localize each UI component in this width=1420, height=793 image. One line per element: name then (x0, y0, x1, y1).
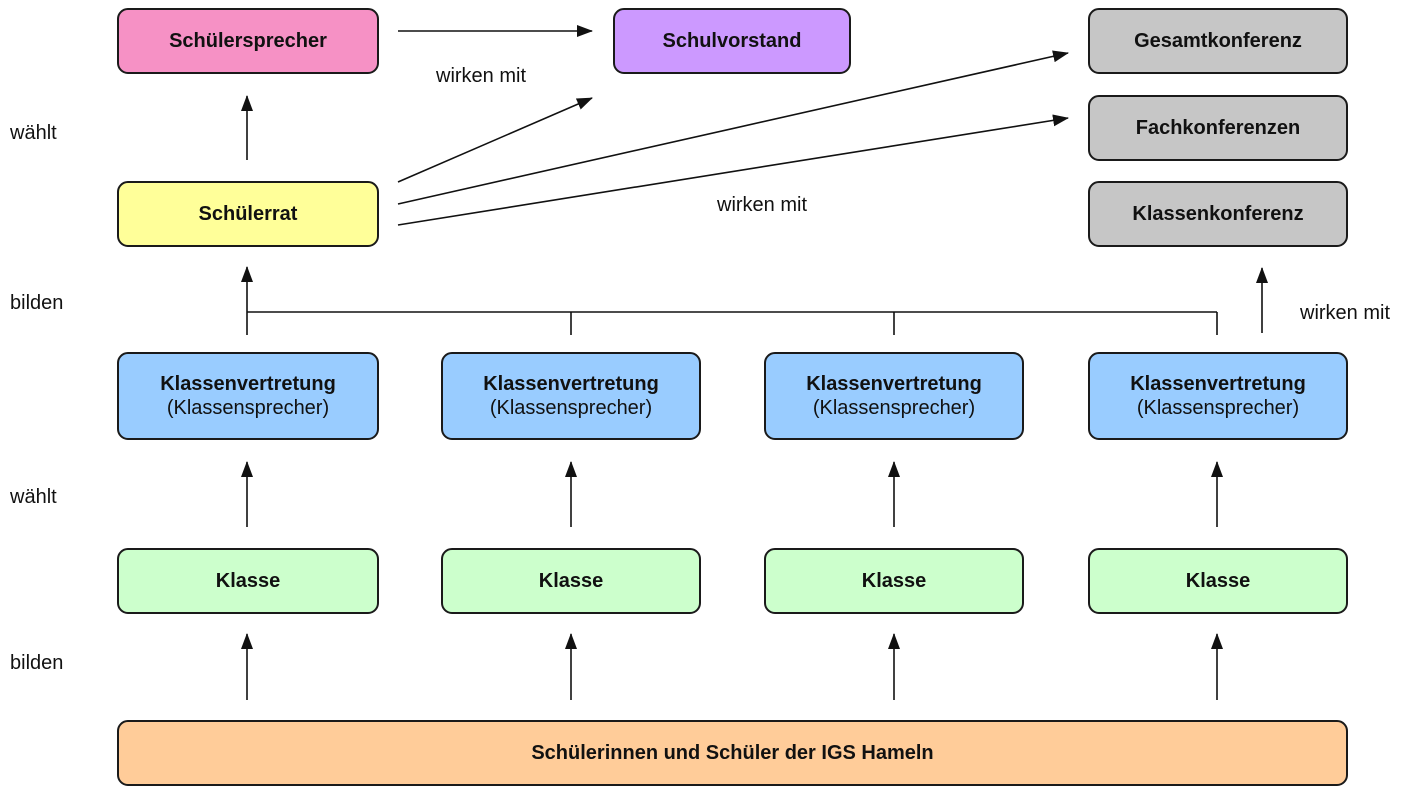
arrow-schuelerrat-to-schulvorstand (397, 97, 593, 183)
node-klassenvertretung-subtitle: (Klassensprecher) (812, 397, 976, 419)
arrow-schuelerrat-to-fachkonferenzen (397, 114, 1069, 226)
node-schulvorstand-label: Schulvorstand (662, 29, 802, 52)
node-klassenvertretung-subtitle: (Klassensprecher) (1136, 397, 1300, 419)
node-klassenvertretung-title: Klassenvertretung (1130, 372, 1306, 395)
node-klassenvertretung: Klassenvertretung (Klassensprecher) (117, 352, 379, 440)
node-klasse: Klasse (117, 548, 379, 614)
node-klassenvertretung-title: Klassenvertretung (483, 372, 659, 395)
node-schuelersprecher: Schülersprecher (117, 8, 379, 74)
node-klasse-label: Klasse (1185, 569, 1251, 592)
level-label-bilden-top: bilden (10, 292, 64, 314)
node-klasse: Klasse (764, 548, 1024, 614)
node-klassenvertretung: Klassenvertretung (Klassensprecher) (1088, 352, 1348, 440)
node-fachkonferenzen-label: Fachkonferenzen (1135, 116, 1301, 139)
node-schuelerrat-label: Schülerrat (198, 202, 298, 225)
node-klassenvertretung-title: Klassenvertretung (806, 372, 982, 395)
level-label-waehlt-bottom: wählt (10, 486, 57, 508)
node-schuelersprecher-label: Schülersprecher (169, 29, 327, 52)
node-klassenvertretung: Klassenvertretung (Klassensprecher) (441, 352, 701, 440)
node-klassenvertretung-title: Klassenvertretung (160, 372, 336, 395)
node-klasse-label: Klasse (215, 569, 281, 592)
level-label-waehlt-top: wählt (10, 122, 57, 144)
node-gesamtkonferenz: Gesamtkonferenz (1088, 8, 1348, 74)
node-gesamtkonferenz-label: Gesamtkonferenz (1134, 29, 1302, 52)
node-klasse-label: Klasse (538, 569, 604, 592)
node-klassenvertretung: Klassenvertretung (Klassensprecher) (764, 352, 1024, 440)
node-klassenvertretung-subtitle: (Klassensprecher) (166, 397, 330, 419)
node-fachkonferenzen: Fachkonferenzen (1088, 95, 1348, 161)
node-klassenkonferenz-label: Klassenkonferenz (1132, 202, 1304, 225)
node-schuelerrat: Schülerrat (117, 181, 379, 247)
node-schulvorstand: Schulvorstand (613, 8, 851, 74)
edge-label-wirken-mit-schulvorstand: wirken mit (436, 65, 527, 87)
node-klasse: Klasse (441, 548, 701, 614)
level-label-bilden-bottom: bilden (10, 652, 64, 674)
edge-label-wirken-mit-konferenzen: wirken mit (717, 194, 808, 216)
edge-label-wirken-mit-klassenkonferenz: wirken mit (1300, 302, 1391, 324)
node-klassenvertretung-subtitle: (Klassensprecher) (489, 397, 653, 419)
node-schueler-igs-label: Schülerinnen und Schüler der IGS Hameln (531, 741, 934, 764)
node-klassenkonferenz: Klassenkonferenz (1088, 181, 1348, 247)
node-klasse-label: Klasse (861, 569, 927, 592)
node-schueler-igs: Schülerinnen und Schüler der IGS Hameln (117, 720, 1348, 786)
node-klasse: Klasse (1088, 548, 1348, 614)
arrow-schuelerrat-to-gesamtkonferenz (397, 50, 1069, 205)
